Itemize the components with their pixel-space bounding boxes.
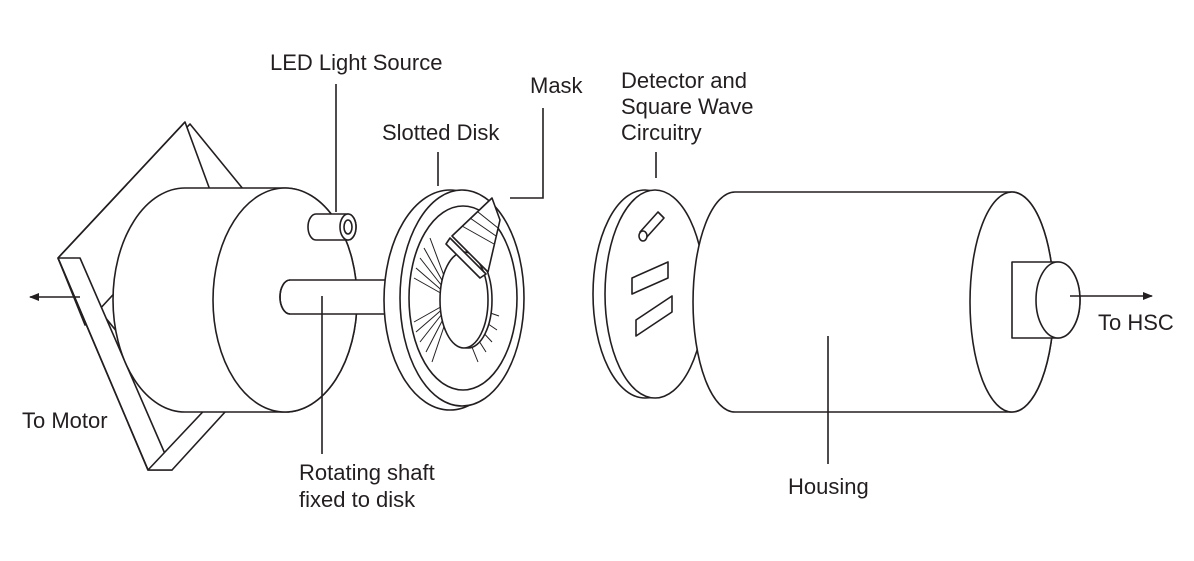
mask [445,197,501,279]
label-detector-line2: Square Wave [621,94,753,119]
rotating-shaft [279,279,401,315]
detector-disk [592,189,706,399]
label-led-light-source: LED Light Source [270,50,442,75]
label-slotted-disk: Slotted Disk [382,120,500,145]
label-to-motor: To Motor [22,408,108,433]
slotted-disk [383,189,525,411]
label-detector-line1: Detector and [621,68,747,93]
label-detector-line3: Circuitry [621,120,702,145]
label-housing: Housing [788,474,869,499]
leader-mask [510,108,544,199]
label-mask: Mask [530,73,584,98]
led-light-source [307,213,357,241]
label-to-hsc: To HSC [1098,310,1174,335]
label-rotating-shaft-line1: Rotating shaft [299,460,435,485]
housing [692,191,1081,413]
label-rotating-shaft-line2: fixed to disk [299,487,416,512]
